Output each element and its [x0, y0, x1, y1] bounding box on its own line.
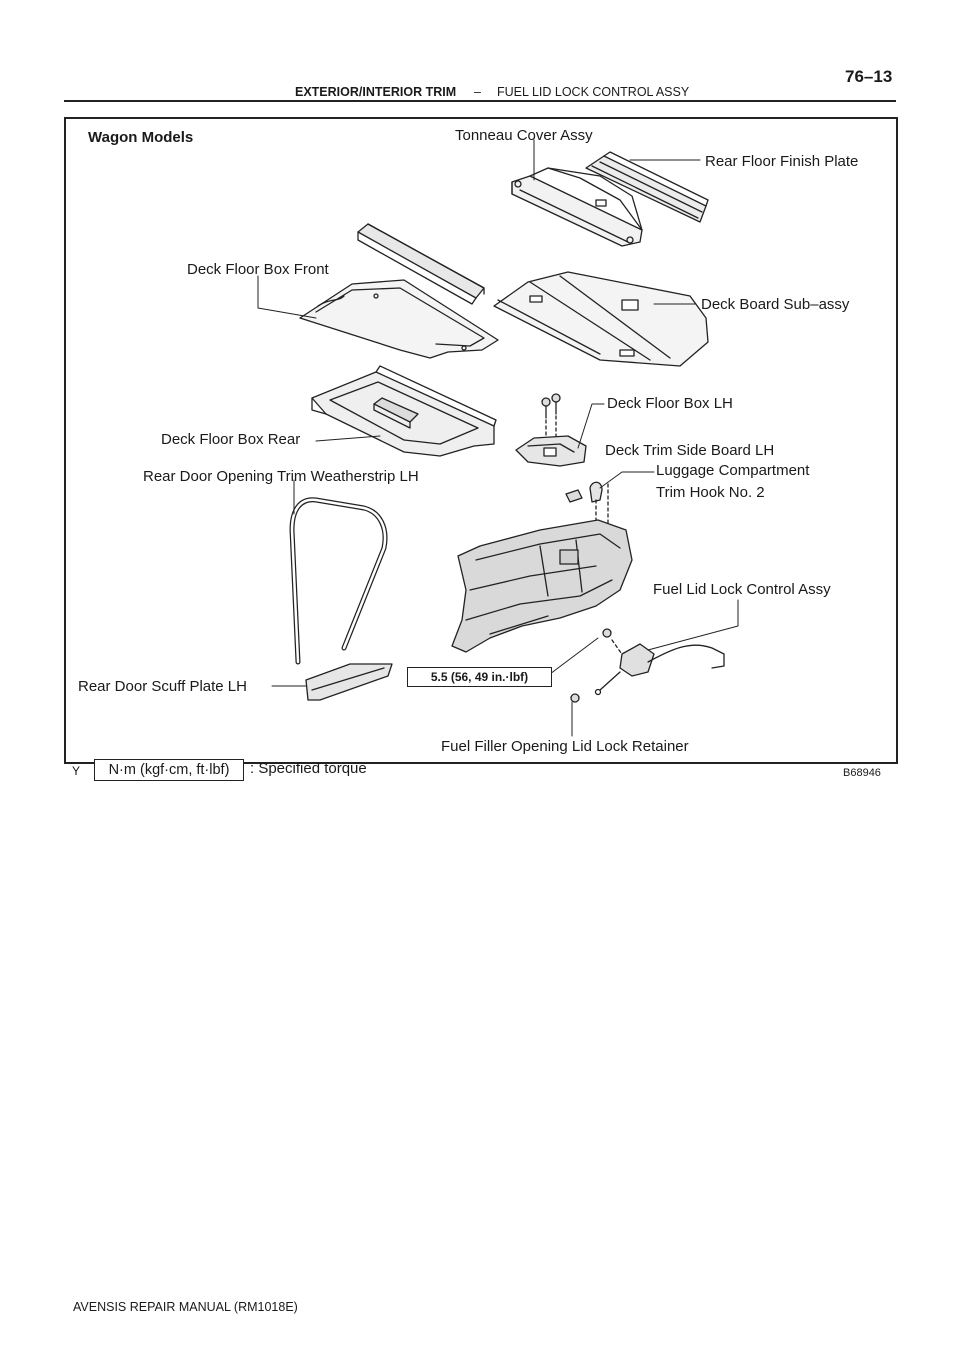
manual-footer: AVENSIS REPAIR MANUAL (RM1018E) [73, 1300, 298, 1314]
leader-lines [257, 139, 739, 737]
label-deck-floor-box-lh: Deck Floor Box LH [607, 395, 733, 412]
torque-spec-box: 5.5 (56, 49 in.·lbf) [407, 667, 552, 687]
fuel-lid-lock-drawing [570, 628, 725, 703]
tonneau-cover-drawing [511, 167, 643, 247]
label-rear-door-weatherstrip: Rear Door Opening Trim Weatherstrip LH [143, 468, 419, 485]
torque-legend-box: N·m (kgf·cm, ft·lbf) [94, 759, 244, 781]
deck-board-drawing [493, 271, 709, 367]
bolts-drawing [541, 393, 561, 441]
page-number: 76–13 [845, 67, 893, 86]
label-deck-trim-side-board: Deck Trim Side Board LH [605, 442, 775, 459]
header-rule [64, 100, 896, 102]
label-tonneau-cover: Tonneau Cover Assy [455, 127, 593, 144]
deck-trim-side-board-drawing [451, 519, 633, 653]
label-deck-board: Deck Board Sub–assy [701, 296, 850, 313]
label-deck-floor-box-front: Deck Floor Box Front [187, 261, 329, 278]
deck-floor-box-lh-drawing [515, 435, 587, 467]
label-luggage-hook-line2: Trim Hook No. 2 [656, 484, 765, 501]
figure-id: B68946 [843, 767, 881, 779]
label-deck-floor-box-rear: Deck Floor Box Rear [161, 431, 301, 448]
label-rear-floor-finish-plate: Rear Floor Finish Plate [705, 153, 859, 170]
section-title: EXTERIOR/INTERIOR TRIM [295, 85, 457, 99]
subsection-title: FUEL LID LOCK CONTROL ASSY [497, 85, 690, 99]
title-separator: – [474, 85, 481, 99]
luggage-hook-drawing [565, 481, 609, 531]
corner-mark: Y [72, 764, 81, 778]
deck-floor-box-rear-drawing [311, 365, 497, 457]
rear-floor-finish-plate-drawing [585, 151, 709, 223]
torque-legend-text: : Specified torque [250, 760, 367, 777]
scuff-plate-drawing [305, 663, 393, 701]
figure-frame [64, 117, 898, 764]
deck-floor-box-front-drawing [299, 223, 499, 359]
figure-title: Wagon Models [88, 129, 194, 146]
label-fuel-filler-retainer: Fuel Filler Opening Lid Lock Retainer [441, 738, 689, 755]
label-luggage-hook-line1: Luggage Compartment [656, 462, 810, 479]
label-fuel-lid-lock: Fuel Lid Lock Control Assy [653, 581, 831, 598]
weatherstrip-drawing [289, 497, 388, 665]
label-rear-door-scuff-plate: Rear Door Scuff Plate LH [78, 678, 247, 695]
